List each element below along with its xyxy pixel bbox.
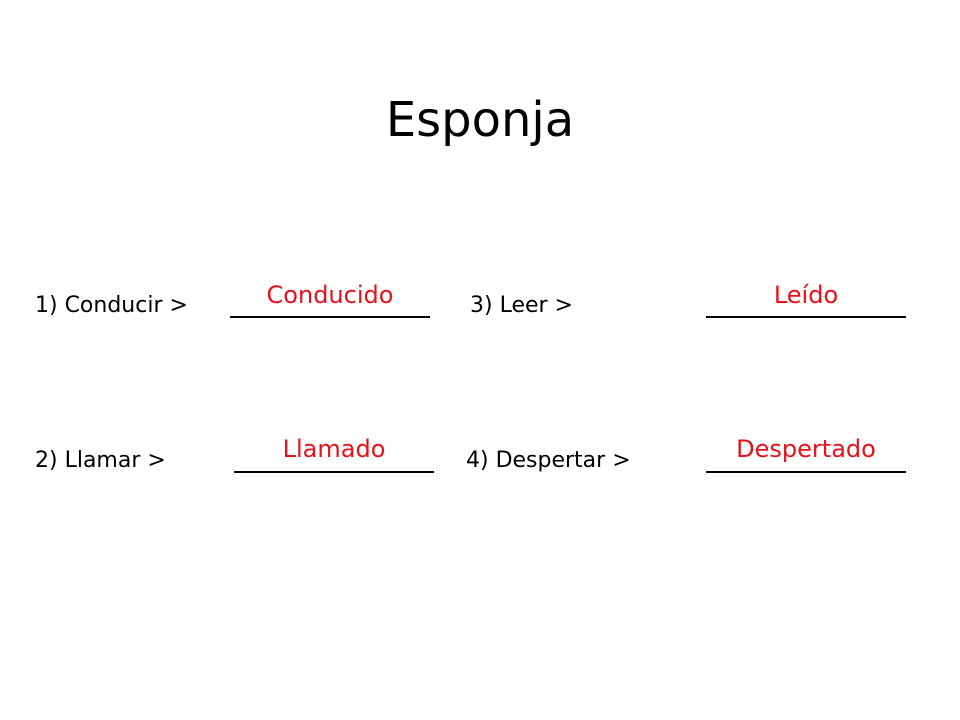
answer-blank-4 xyxy=(706,471,906,473)
answer-3: Leído xyxy=(773,281,839,309)
prompt-4: 4) Despertar > xyxy=(466,448,631,473)
prompt-1: 1) Conducir > xyxy=(35,293,188,318)
answer-blank-3 xyxy=(706,316,906,318)
prompt-2: 2) Llamar > xyxy=(35,448,166,473)
answer-blank-2 xyxy=(234,471,434,473)
answer-4: Despertado xyxy=(736,435,876,463)
page-title: Esponja xyxy=(385,92,575,148)
answer-1: Conducido xyxy=(266,281,394,309)
answer-2: Llamado xyxy=(282,435,386,463)
answer-blank-1 xyxy=(230,316,430,318)
prompt-3: 3) Leer > xyxy=(470,293,573,318)
